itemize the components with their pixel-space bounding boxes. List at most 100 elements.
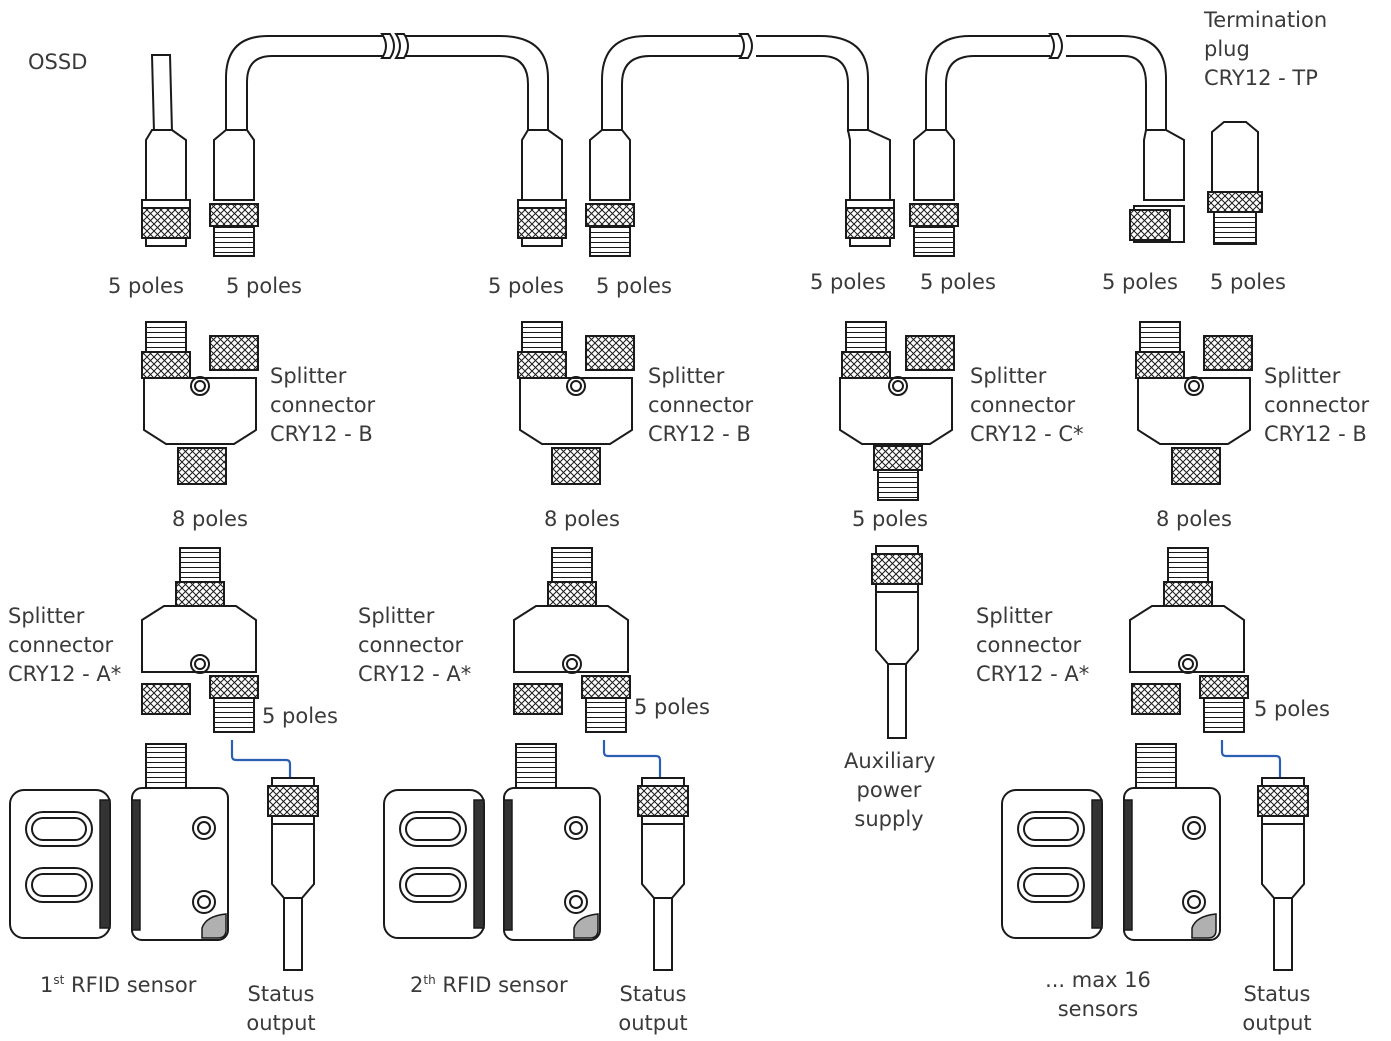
aux-line-3: supply (854, 807, 924, 831)
splitter-line-1: Splitter (1264, 364, 1341, 388)
female-connector-2 (517, 129, 567, 247)
splitter-line-3: CRY12 - A* (358, 662, 472, 686)
cable-1-break (380, 33, 395, 59)
aux-power-cable (871, 545, 923, 739)
status-line-1: Status (1243, 982, 1311, 1006)
splitter-b-label: Splitter connector CRY12 - B (648, 362, 753, 449)
termination-line-1: Termination (1204, 8, 1328, 32)
cable-1-outer (225, 35, 386, 132)
max-sensors-label: ... max 16 sensors (1042, 966, 1154, 1024)
cable-run-top (150, 33, 1167, 133)
splitter-c (839, 321, 955, 501)
splitter-line-3: CRY12 - B (648, 422, 751, 446)
splitter-line-3: CRY12 - B (270, 422, 373, 446)
status-wires (230, 740, 1282, 780)
poles-label: 5 poles (1254, 697, 1330, 721)
sensor-2-label: 2th RFID sensor (410, 966, 568, 1000)
splitter-b-label: Splitter connector CRY12 - B (1264, 362, 1369, 449)
sensor-1-text: RFID sensor (64, 973, 197, 997)
poles-label: 5 poles (596, 274, 672, 298)
cable-3b-outer (1066, 35, 1167, 132)
poles-label: 5 poles (852, 507, 928, 531)
poles-label: 5 poles (262, 704, 338, 728)
status-cable-1 (267, 777, 319, 971)
splitter-row (141, 321, 1253, 501)
aux-line-1: Auxiliary (844, 749, 936, 773)
rfid-sensor-2 (383, 743, 601, 941)
poles-label: 8 poles (172, 507, 248, 531)
male-connector-2 (585, 129, 635, 257)
splitter-line-3: CRY12 - A* (8, 662, 122, 686)
splitter-line-1: Splitter (8, 604, 85, 628)
rfid-sensor-1 (9, 743, 229, 941)
cable-2-outer (601, 35, 742, 132)
splitter-a-1 (141, 547, 259, 733)
poles-label: 5 poles (108, 274, 184, 298)
cable-2-inner (621, 55, 742, 132)
poles-label: 5 poles (920, 270, 996, 294)
sensor-1-number: 1 (40, 973, 54, 997)
cable-1-inner (246, 55, 386, 132)
cable-2b-outer (756, 35, 869, 132)
poles-label: 5 poles (1210, 270, 1286, 294)
status-line-1: Status (619, 982, 687, 1006)
splitter-a-label: Splitter connector CRY12 - A* (8, 602, 121, 689)
splitter-line-2: connector (976, 633, 1082, 657)
ossd-cable (150, 54, 174, 133)
poles-label: 5 poles (810, 270, 886, 294)
status-cable-2 (637, 777, 689, 971)
splitter-line-2: connector (358, 633, 464, 657)
status-output-label: Status output (1240, 980, 1314, 1038)
splitter-line-2: connector (1264, 393, 1370, 417)
cable-1b-outer (400, 35, 549, 132)
status-output-label: Status output (244, 980, 318, 1038)
splitter-line-1: Splitter (358, 604, 435, 628)
splitter-line-2: connector (8, 633, 114, 657)
termination-plug (1207, 121, 1263, 245)
splitter-a-label: Splitter connector CRY12 - A* (976, 602, 1089, 689)
male-connector-3 (909, 129, 959, 257)
cable-3-inner (945, 55, 1050, 132)
aux-line-2: power (856, 778, 922, 802)
splitter-a-3 (1129, 547, 1249, 733)
splitter-b-3 (1135, 321, 1253, 485)
max-sensors-line-2: sensors (1057, 997, 1139, 1021)
sensor-1-label: 1st RFID sensor (40, 966, 196, 1000)
splitter-b-2 (517, 321, 635, 485)
splitter-line-1: Splitter (270, 364, 347, 388)
female-connector-3 (845, 129, 895, 247)
sensor-2-suffix: th (423, 973, 436, 987)
sensor-2-number: 2 (410, 973, 424, 997)
status-line-2: output (618, 1011, 688, 1035)
cable-2b-inner (756, 55, 849, 132)
cable-1b-inner (400, 55, 529, 132)
splitter-line-3: CRY12 - B (1264, 422, 1367, 446)
splitter-c-label: Splitter connector CRY12 - C* (970, 362, 1084, 449)
male-connector-1 (209, 129, 259, 257)
termination-plug-label: Termination plug CRY12 - TP (1204, 6, 1327, 93)
cable-3b-inner (1066, 55, 1147, 132)
termination-line-2: plug (1204, 37, 1250, 61)
splitter-line-2: connector (270, 393, 376, 417)
splitter-line-1: Splitter (976, 604, 1053, 628)
splitter-b-label: Splitter connector CRY12 - B (270, 362, 375, 449)
ossd-label: OSSD (28, 50, 88, 74)
sensor-1-suffix: st (53, 973, 65, 987)
splitter-line-3: CRY12 - C* (970, 422, 1084, 446)
status-line-2: output (1242, 1011, 1312, 1035)
splitter-b-1 (141, 321, 259, 485)
connector-row-top (141, 121, 1263, 257)
aux-power-label: Auxiliary power supply (844, 747, 936, 834)
status-line-2: output (246, 1011, 316, 1035)
female-connector-1 (141, 129, 191, 247)
splitter-line-2: connector (970, 393, 1076, 417)
poles-label: 5 poles (634, 695, 710, 719)
poles-label: 8 poles (1156, 507, 1232, 531)
rfid-sensor-3 (1001, 743, 1221, 941)
status-line-1: Status (247, 982, 315, 1006)
poles-label: 8 poles (544, 507, 620, 531)
splitter-a-label: Splitter connector CRY12 - A* (358, 602, 471, 689)
splitter-line-1: Splitter (970, 364, 1047, 388)
poles-label: 5 poles (1102, 270, 1178, 294)
